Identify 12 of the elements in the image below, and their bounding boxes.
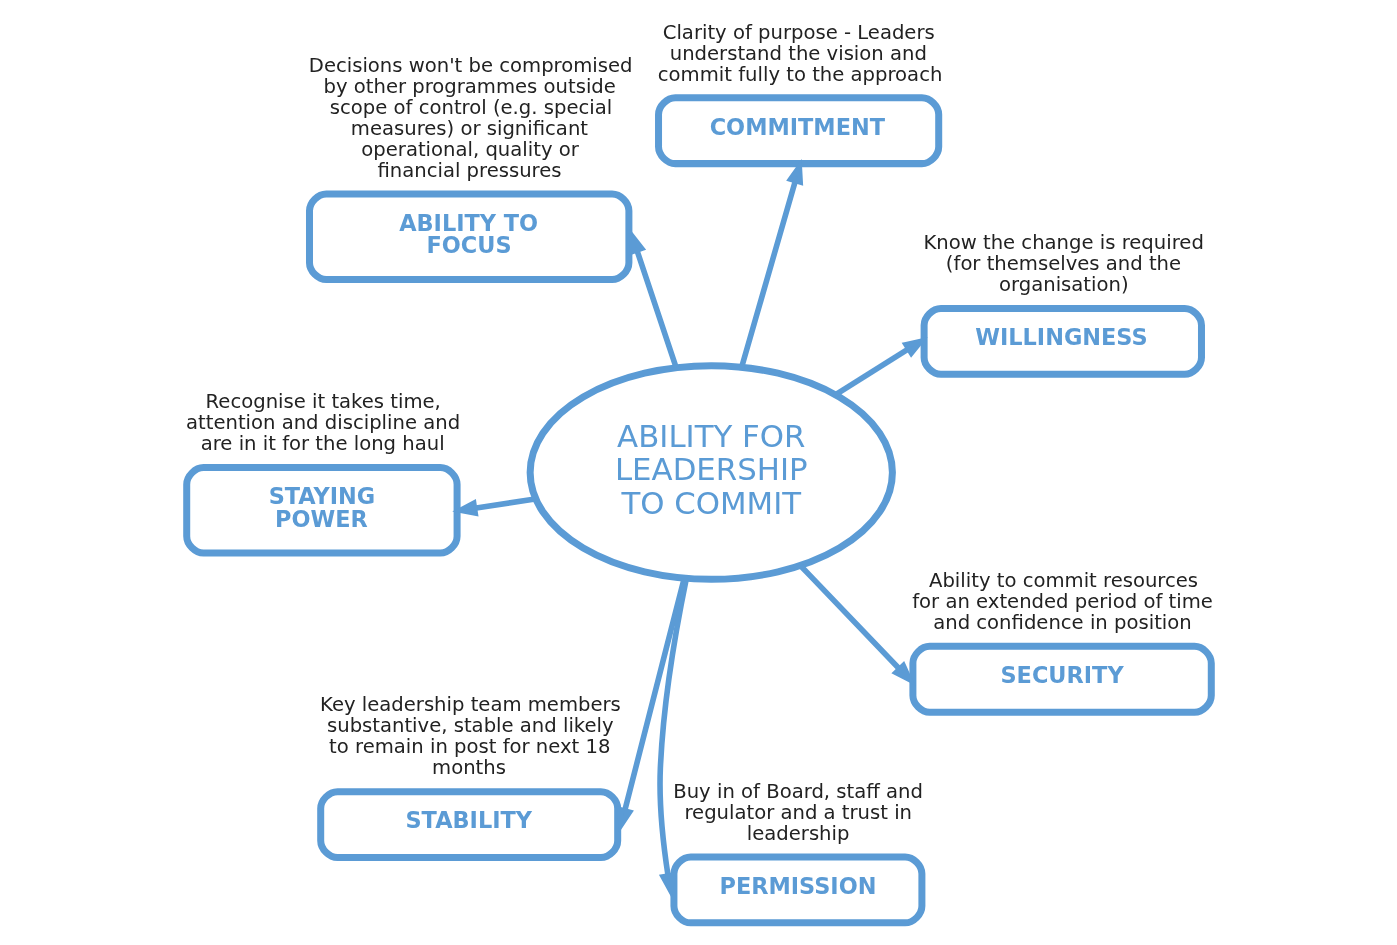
node-label: Buy in of Board, staff and regulator and a trust in leadership bbox=[672, 779, 923, 845]
node-label: Decisions won't be compromised by other programmes outside scope of control (e.g. special measures) or significant operational, quality or financial pressures bbox=[308, 53, 632, 182]
node-label: Clarity of purpose - Leaders understand the vision and commit fully to the approach bbox=[657, 20, 942, 86]
node-ellipse: ABILITY FOR LEADERSHIP TO COMMIT bbox=[526, 362, 896, 583]
node-label: Ability to commit resources for an extended period of time and confidence in position bbox=[911, 569, 1213, 635]
node-label: Key leadership team members substantive, stable and likely to remain in post for next 18 months bbox=[319, 693, 621, 780]
arrow bbox=[656, 578, 689, 899]
arrow bbox=[451, 496, 536, 517]
node-label: Recognise it takes time, attention and discipline and are in it for the long haul bbox=[185, 390, 460, 456]
arrow bbox=[834, 336, 928, 397]
node-label: Know the change is required (for themselves and the organisation) bbox=[922, 231, 1204, 297]
arrow bbox=[738, 158, 803, 368]
